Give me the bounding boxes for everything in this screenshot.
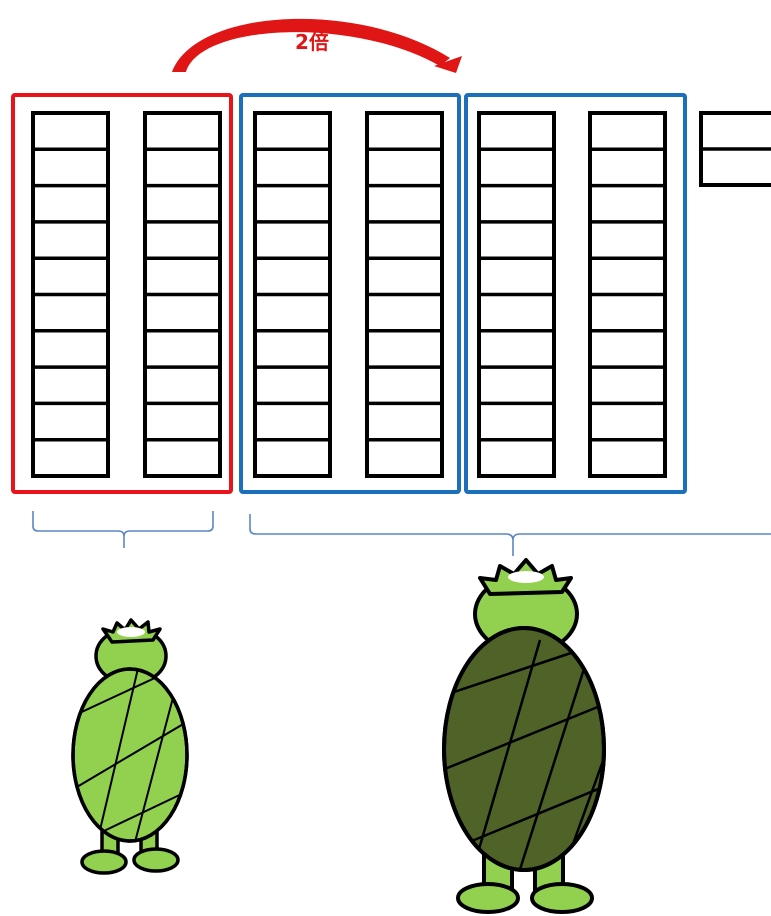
small-brace	[32, 511, 214, 548]
small-kappa-figure	[71, 618, 189, 875]
curved-arrow-icon	[172, 18, 462, 73]
red-group-column-2	[143, 111, 222, 478]
large-kappa-figure	[442, 558, 606, 914]
blue-group-2-column-2	[588, 111, 667, 478]
red-group-column-1	[31, 111, 110, 478]
blue-group-2-column-1	[477, 111, 556, 478]
multiplier-label: 2倍	[295, 30, 329, 54]
blue-group-1-column-2	[365, 111, 444, 478]
extra-partial-column	[699, 111, 771, 187]
red-group-box	[11, 93, 233, 494]
large-brace	[249, 514, 771, 556]
unit-grid	[31, 111, 667, 478]
blue-group-box-1	[239, 93, 461, 494]
blue-group-box-2	[464, 93, 687, 494]
blue-group-1-column-1	[253, 111, 332, 478]
